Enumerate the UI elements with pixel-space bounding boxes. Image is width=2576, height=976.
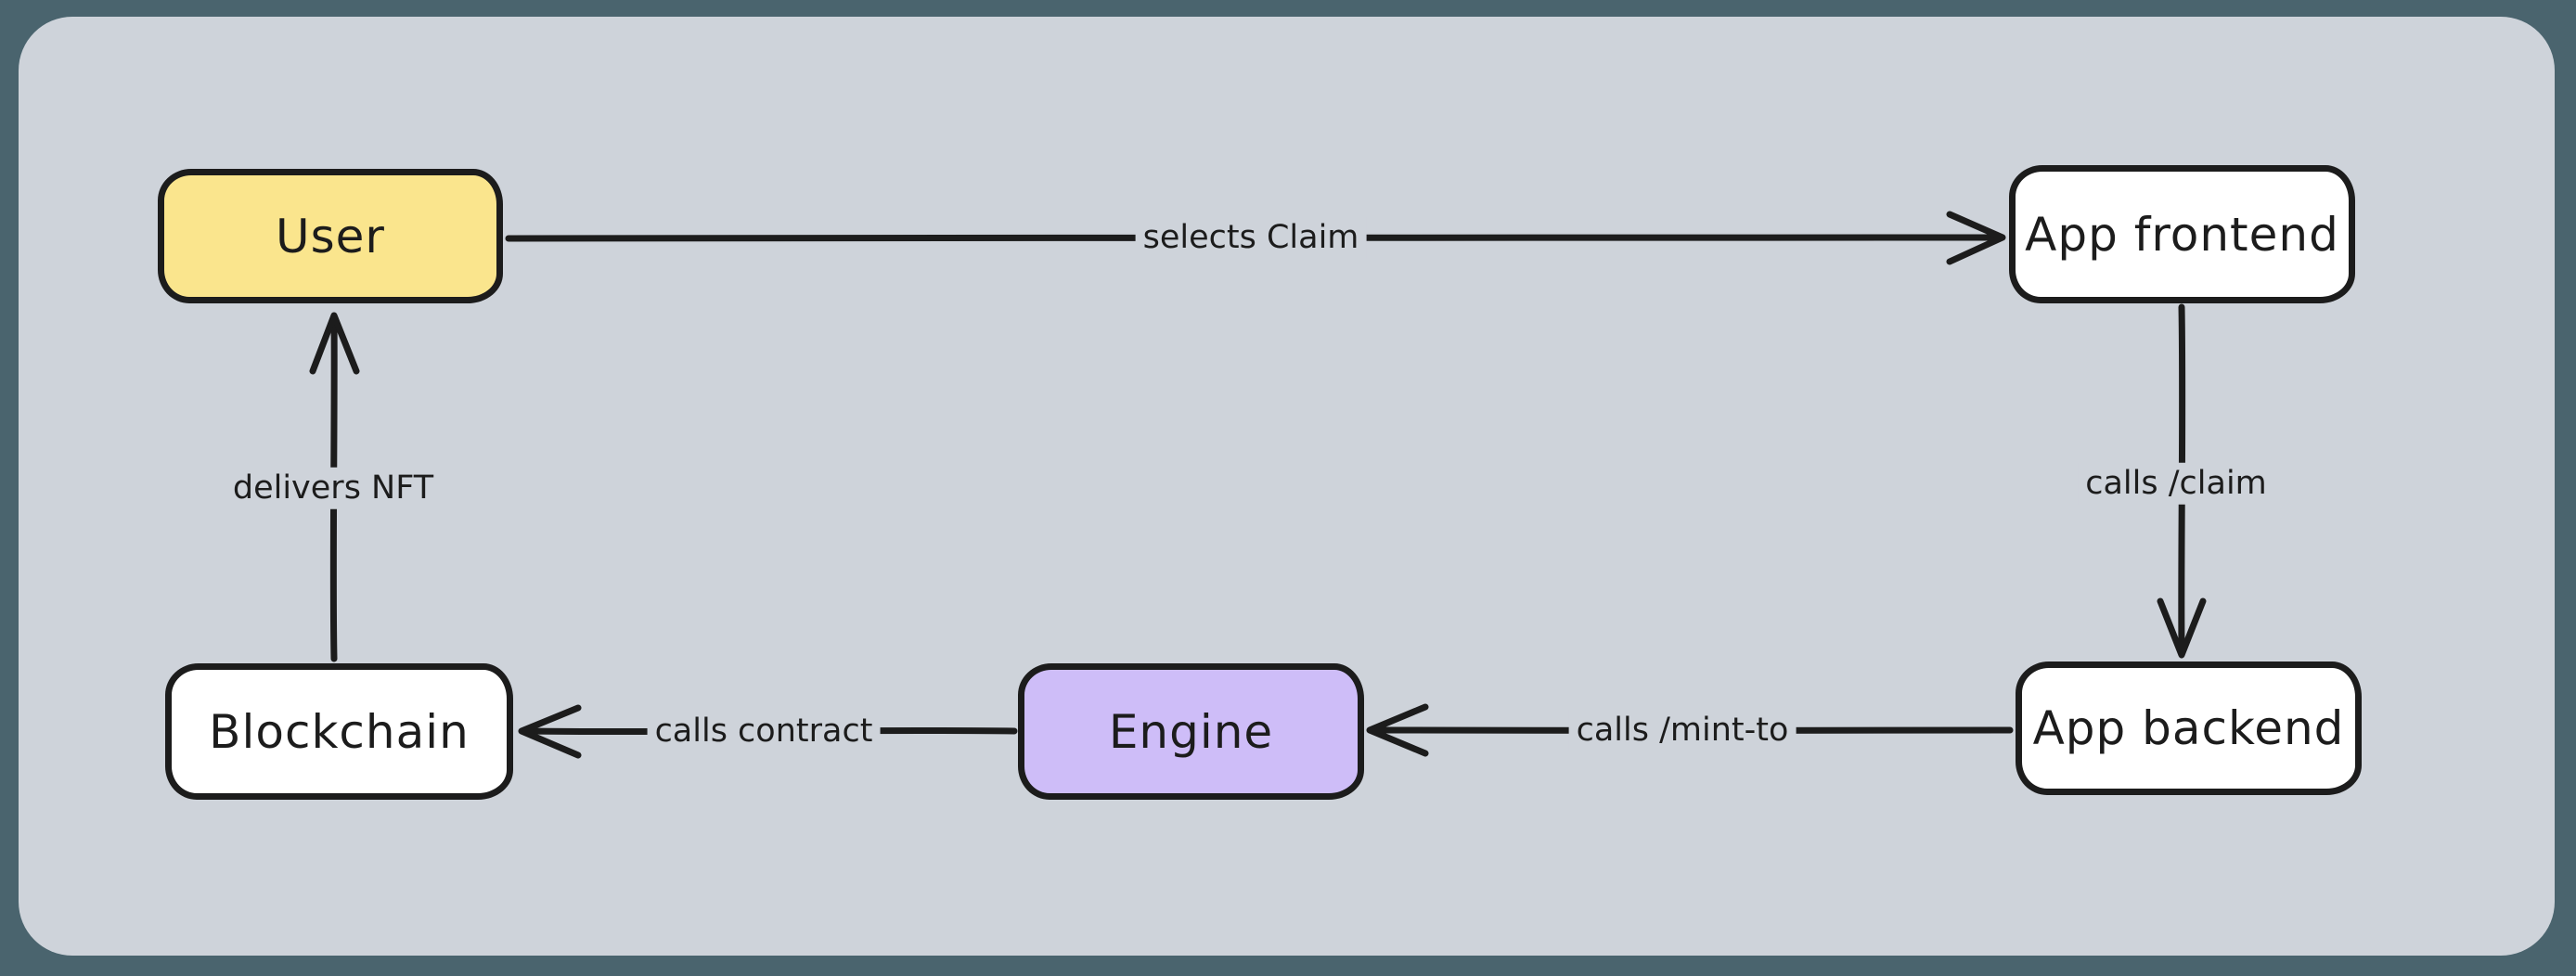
node-user-label: User <box>276 209 385 263</box>
edge-user-to-frontend-arrowhead-icon <box>1946 211 2006 265</box>
edge-engine-to-blockchain-arrowhead-icon <box>518 704 582 759</box>
node-blockchain[interactable]: Blockchain <box>165 663 513 800</box>
edge-blockchain-to-user-arrowhead-icon <box>309 312 360 375</box>
node-app-frontend[interactable]: App frontend <box>2009 165 2355 303</box>
edge-frontend-to-backend-arrowhead-icon <box>2157 597 2207 659</box>
node-app-backend-label: App backend <box>2032 701 2345 755</box>
edge-label-calls-mint-to[interactable]: calls /mint-to <box>1568 709 1797 751</box>
node-engine[interactable]: Engine <box>1018 663 1364 800</box>
node-app-frontend-label: App frontend <box>2025 207 2339 262</box>
edge-backend-to-engine-arrowhead-icon <box>1366 703 1429 757</box>
edge-label-selects-claim[interactable]: selects Claim <box>1135 216 1367 259</box>
node-blockchain-label: Blockchain <box>209 704 470 759</box>
node-engine-label: Engine <box>1108 704 1274 759</box>
edge-label-delivers-nft[interactable]: delivers NFT <box>225 467 442 509</box>
edge-label-calls-claim[interactable]: calls /claim <box>2078 462 2274 505</box>
edge-label-calls-contract[interactable]: calls contract <box>647 710 881 752</box>
node-user[interactable]: User <box>158 169 503 303</box>
node-app-backend[interactable]: App backend <box>2016 661 2362 795</box>
